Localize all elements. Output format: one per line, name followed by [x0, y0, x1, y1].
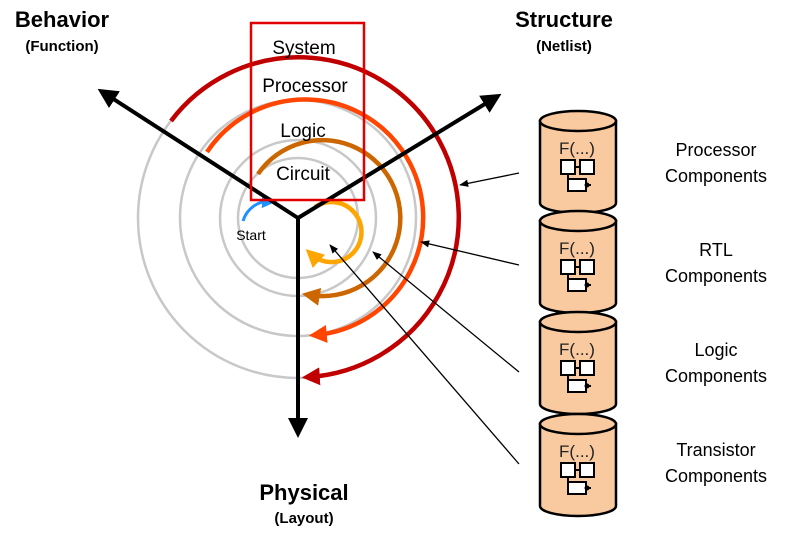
- physical-subtitle: (Layout): [274, 510, 333, 527]
- circuit-arc: [305, 199, 364, 268]
- component-label-rtl-1: RTL: [699, 240, 733, 260]
- component-label-rtl-2: Components: [665, 266, 767, 286]
- level-label-circuit: Circuit: [276, 164, 331, 185]
- cylinder-rtl: F(...): [538, 209, 618, 315]
- component-label-processor-2: Components: [665, 166, 767, 186]
- behavior-subtitle: (Function): [25, 38, 98, 55]
- cylinder-top: [538, 412, 618, 436]
- logic-block-icon: [560, 259, 595, 292]
- start-label: Start: [236, 227, 266, 243]
- cylinder-function-text: F(...): [559, 139, 595, 158]
- component-cylinders: F(...) F(...) F(...) F(...): [538, 109, 618, 518]
- pointer-lines: [329, 172, 520, 465]
- component-label-logic-2: Components: [665, 366, 767, 386]
- cylinder-logic: F(...): [538, 310, 618, 416]
- y-axes: [97, 88, 502, 438]
- component-label-processor-1: Processor: [675, 140, 756, 160]
- pointer-line-transistor: [329, 244, 520, 465]
- cylinder-top: [538, 109, 618, 133]
- cylinder-processor: F(...): [538, 109, 618, 215]
- processor-arc: [205, 97, 426, 343]
- level-label-logic: Logic: [280, 121, 325, 142]
- cylinder-top: [538, 209, 618, 233]
- cylinder-function-text: F(...): [559, 340, 595, 359]
- behavior-axis: [97, 88, 300, 220]
- logic-block-icon: [560, 360, 595, 393]
- component-label-logic-1: Logic: [694, 340, 737, 360]
- level-label-processor: Processor: [262, 76, 348, 97]
- logic-arc: [256, 137, 403, 306]
- structure-title: Structure: [515, 7, 613, 32]
- structure-axis: [296, 93, 502, 220]
- cylinder-function-text: F(...): [559, 442, 595, 461]
- pointer-line-rtl: [420, 240, 520, 266]
- pointer-line-logic: [372, 251, 520, 373]
- level-highlight-box: [249, 21, 366, 202]
- physical-title: Physical: [259, 480, 348, 505]
- cylinder-function-text: F(...): [559, 239, 595, 258]
- logic-block-icon: [560, 159, 595, 192]
- level-label-system: System: [272, 38, 335, 59]
- pointer-line-processor: [459, 172, 520, 187]
- start-arc: [241, 193, 277, 222]
- cylinder-transistor: F(...): [538, 412, 618, 518]
- logic-block-icon: [560, 462, 595, 495]
- component-label-transistor-2: Components: [665, 466, 767, 486]
- cylinder-top: [538, 310, 618, 334]
- behavior-title: Behavior: [15, 7, 110, 32]
- component-label-transistor-1: Transistor: [676, 440, 755, 460]
- structure-subtitle: (Netlist): [536, 38, 592, 55]
